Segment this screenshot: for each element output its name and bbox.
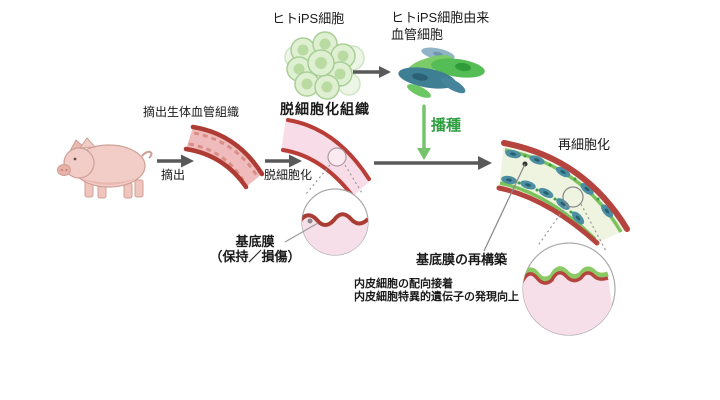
endothelial-adhesion-label: 内皮細胞の配向接着 [354,278,453,290]
basement-membrane-wave [302,212,368,227]
right-arrow-extraction [157,154,194,168]
gene-expression-label: 内皮細胞特異的遺伝子の発現向上 [354,291,519,303]
decellularization-label: 脱細胞化 [264,168,313,182]
right-arrow-decellularization [265,154,302,168]
basement-membrane-state-label: （保持／損傷） [209,249,301,264]
seeding-label: 播種 [431,117,462,134]
pig-nostril [65,169,68,171]
endothelial-cells-outer [505,149,613,218]
native-vessel-icon [183,124,265,190]
pig-belly-shading [79,178,137,185]
right-arrow-ips-to-vascular [353,66,391,78]
pig-nostril [61,169,63,171]
extraction-label: 摘出 [161,168,186,182]
basement-membrane-rebuild-label: 基底膜の再構築 [416,252,508,267]
pig-icon [57,137,153,199]
pig-snout [57,164,71,176]
ips-derived-label-line1: ヒトiPS細胞由来 [391,10,490,25]
label-leader-line [483,163,526,252]
endothelial-cells-inner [501,175,585,225]
ips-derived-label-line2: 血管細胞 [391,27,444,42]
recellularized-vessel-icon [496,140,630,246]
label-leader-line [284,222,319,243]
ips-cell-cluster-icon [284,31,365,100]
recellularization-label: 再細胞化 [558,137,611,152]
down-arrow-seeding [417,106,431,160]
right-arrow-long [374,156,492,170]
pig-tail [141,150,153,159]
damage-dot [307,218,313,224]
decellularized-tissue-label: 脱細胞化組織 [280,101,370,117]
pig-eye [73,157,77,161]
basement-membrane-label: 基底膜 [235,234,275,249]
pig-ear [78,137,97,149]
rebuilt-membrane-red-layer [523,271,609,285]
rebuilt-membrane-green-layer [523,266,609,282]
magnified-spot-circle [327,147,347,167]
pig-leg [134,179,144,198]
magnifier-circle-basement-membrane [284,164,369,256]
vascular-cells-icon [398,47,485,108]
ips-cells-label: ヒトiPS細胞 [272,11,345,26]
magnified-spot-circle [562,186,584,208]
native-tissue-label: 摘出生体血管組織 [143,105,240,119]
magnifier-circle-rebuilt-membrane [483,163,616,336]
decellularized-vessel-icon [281,118,371,197]
pig-head [63,147,95,179]
